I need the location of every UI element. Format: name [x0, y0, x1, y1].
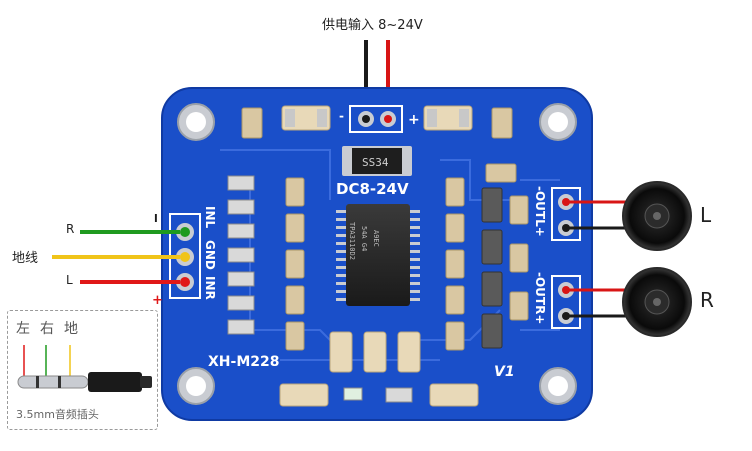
pin-label-inl: INL — [203, 206, 217, 229]
out-r-label: -OUTR+ — [533, 272, 547, 324]
chip-marking-3: A9EC — [372, 230, 380, 247]
jack-caption: 3.5mm音频插头 — [16, 408, 99, 421]
chip-marking-1: TPA3110D2 — [348, 222, 356, 260]
diode-marking: SS34 — [362, 156, 389, 169]
bottom-capacitors — [279, 331, 479, 407]
speaker-label-l: L — [700, 203, 712, 227]
power-input-label: 供电输入 8~24V — [322, 18, 423, 33]
jack-label-right: 右 — [40, 321, 54, 337]
input-header — [169, 213, 201, 299]
speaker-label-r: R — [700, 288, 714, 312]
audio-jack-icon — [17, 345, 152, 392]
top-capacitors — [241, 105, 513, 139]
speaker-left-icon — [622, 181, 692, 251]
pin-label-gnd: GND — [203, 240, 217, 270]
wire-label-r: R — [66, 222, 75, 236]
chip-marking-2: 54A G4 — [360, 226, 368, 251]
board-model: XH-M228 — [208, 354, 279, 370]
wire-label-gnd: 地线 — [12, 251, 39, 266]
jack-label-ground: 地 — [64, 321, 78, 337]
power-plus-mark: + — [408, 112, 420, 128]
out-l-label: -OUTL+ — [533, 186, 547, 237]
output-terminal-l — [551, 187, 581, 241]
pin-l-mark: l — [154, 212, 158, 225]
left-smd-column — [227, 175, 305, 351]
speaker-right-icon — [622, 267, 692, 337]
right-smd-column — [445, 163, 529, 351]
audio-jack-panel — [7, 310, 158, 430]
mounting-holes — [177, 103, 577, 405]
jack-label-left: 左 — [16, 321, 30, 337]
power-terminal — [349, 105, 403, 133]
board-version: V1 — [494, 364, 515, 380]
pin-plus-mark: + — [152, 293, 163, 308]
amplifier-chip — [336, 204, 420, 306]
diode-ss34 — [342, 146, 412, 176]
wire-label-l: L — [66, 273, 73, 287]
power-minus-mark: - — [339, 109, 344, 123]
board-input-rating: DC8-24V — [336, 180, 409, 198]
pin-label-inr: INR — [203, 276, 217, 300]
